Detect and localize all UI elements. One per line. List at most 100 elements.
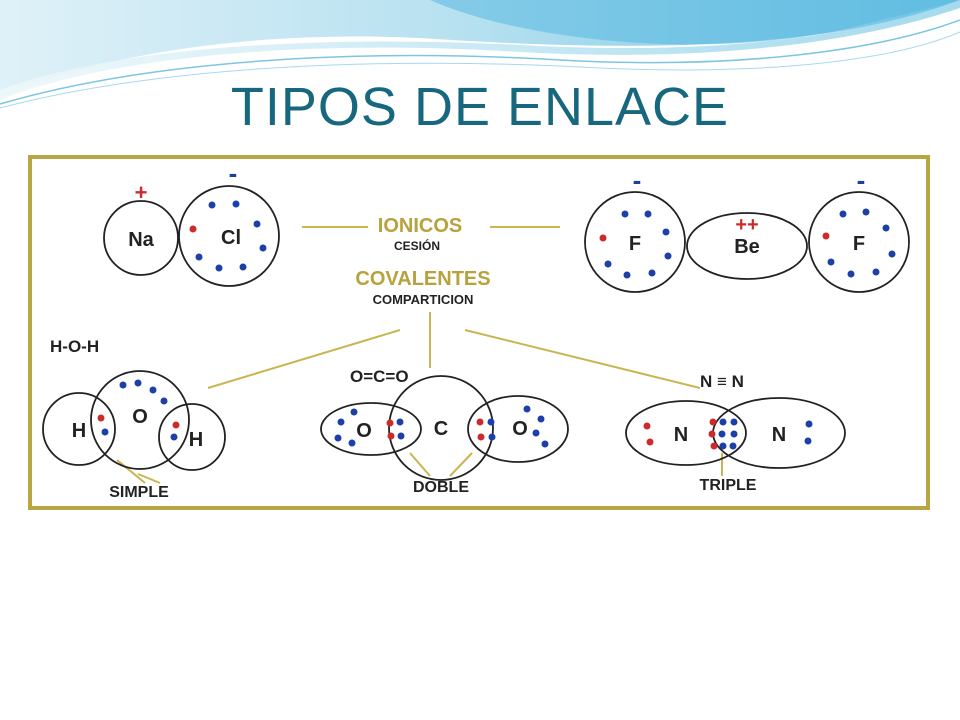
electron xyxy=(259,244,267,252)
electron xyxy=(119,381,127,389)
electron xyxy=(646,438,654,446)
electron xyxy=(523,405,531,413)
electron xyxy=(337,418,345,426)
header-wave-decoration xyxy=(0,0,960,109)
f-atom-right xyxy=(808,191,910,293)
electron xyxy=(149,386,157,394)
electron xyxy=(644,210,652,218)
f-atom-left xyxy=(584,191,686,293)
electron xyxy=(643,422,651,430)
electron xyxy=(804,437,812,445)
electron xyxy=(386,419,394,427)
na-atom xyxy=(103,200,179,276)
electron xyxy=(710,442,718,450)
h-atom-right xyxy=(158,403,226,471)
electron xyxy=(477,433,485,441)
electron xyxy=(215,264,223,272)
electron xyxy=(718,430,726,438)
double-bond-label: DOBLE xyxy=(413,479,469,496)
electron xyxy=(334,434,342,442)
n-symbol-right: N xyxy=(772,424,786,446)
electron xyxy=(487,418,495,426)
electron xyxy=(664,252,672,260)
bef2-molecule: F Be F - ++ - xyxy=(584,165,910,293)
h-symbol-left: H xyxy=(72,420,86,442)
simple-bond-label: SIMPLE xyxy=(109,484,169,501)
electron xyxy=(888,250,896,258)
electron xyxy=(730,418,738,426)
ionic-label: IONICOS xyxy=(378,215,462,237)
na-symbol: Na xyxy=(128,229,154,251)
covalent-sublabel: COMPARTICION xyxy=(373,292,474,307)
cl-atom xyxy=(178,185,280,287)
electron xyxy=(537,415,545,423)
electron xyxy=(708,430,716,438)
water-formula: H-O-H xyxy=(50,337,99,356)
electron xyxy=(97,414,105,422)
electron xyxy=(822,232,830,240)
cl-charge: - xyxy=(229,158,238,188)
electron xyxy=(476,418,484,426)
slide-title: TIPOS DE ENLACE xyxy=(230,77,730,137)
o-symbol-left: O xyxy=(356,420,372,442)
electron xyxy=(387,432,395,440)
electron xyxy=(882,224,890,232)
electron xyxy=(719,418,727,426)
electron xyxy=(604,260,612,268)
be-symbol: Be xyxy=(734,236,760,258)
electron xyxy=(134,379,142,387)
connector-lines xyxy=(116,226,723,484)
f-symbol-right: F xyxy=(853,233,865,255)
o-symbol: O xyxy=(132,406,148,428)
be-charge: ++ xyxy=(735,214,758,236)
electron xyxy=(827,258,835,266)
electron xyxy=(872,268,880,276)
o-atom-left xyxy=(320,402,422,456)
f-charge-left: - xyxy=(633,165,642,195)
be-atom xyxy=(686,212,808,280)
electron xyxy=(719,442,727,450)
f-symbol-left: F xyxy=(629,233,641,255)
electron xyxy=(541,440,549,448)
electron xyxy=(170,433,178,441)
electron xyxy=(350,408,358,416)
electron xyxy=(208,201,216,209)
n-symbol-left: N xyxy=(674,424,688,446)
electron xyxy=(396,418,404,426)
electron xyxy=(847,270,855,278)
n2-molecule: N ≡ N N N TRIPLE xyxy=(625,372,846,494)
triple-bond-label: TRIPLE xyxy=(700,477,757,494)
electron xyxy=(729,442,737,450)
electron xyxy=(709,418,717,426)
n-atom-left xyxy=(625,400,747,466)
electron xyxy=(621,210,629,218)
c-symbol: C xyxy=(434,418,448,440)
electron xyxy=(189,225,197,233)
n2-formula: N ≡ N xyxy=(700,372,744,391)
c-atom xyxy=(388,375,494,481)
electron xyxy=(599,234,607,242)
electron xyxy=(397,432,405,440)
o-atom-right xyxy=(467,395,569,463)
electron xyxy=(862,208,870,216)
na-charge: + xyxy=(135,180,148,205)
electron xyxy=(160,397,168,405)
electron xyxy=(623,271,631,279)
co2-molecule: O=C=O O C O DOBLE xyxy=(320,367,569,496)
o-symbol-right: O xyxy=(512,418,528,440)
electron xyxy=(532,429,540,437)
nacl-molecule: Na Cl + - xyxy=(103,158,280,287)
electron xyxy=(648,269,656,277)
covalent-label: COVALENTES xyxy=(355,268,490,290)
o-atom xyxy=(90,370,190,470)
electron xyxy=(805,420,813,428)
electron xyxy=(172,421,180,429)
h-symbol-right: H xyxy=(189,429,203,451)
electron xyxy=(232,200,240,208)
electron xyxy=(488,433,496,441)
electron xyxy=(348,439,356,447)
electron xyxy=(101,428,109,436)
cl-symbol: Cl xyxy=(221,227,241,249)
water-molecule: H-O-H H O H SIMPLE xyxy=(42,337,226,501)
